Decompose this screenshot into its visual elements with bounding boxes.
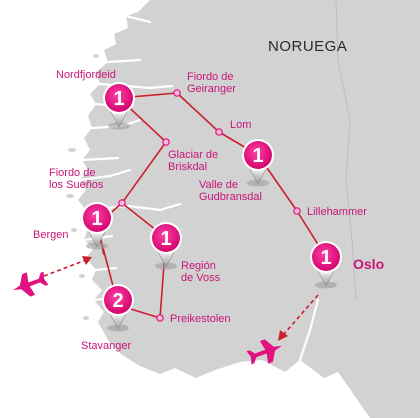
pin-head xyxy=(312,243,340,271)
place-label-line: de Voss xyxy=(181,272,221,284)
pin-stavanger: 2 xyxy=(102,284,134,332)
place-label-line: Lom xyxy=(230,119,251,131)
pin-head xyxy=(152,224,180,252)
waypoint-lillehammer xyxy=(293,207,301,215)
place-label-stavanger: Stavanger xyxy=(81,340,131,352)
plane-icon-departure xyxy=(246,339,282,365)
place-label-lom: Lom xyxy=(230,119,251,131)
place-label-bergen: Bergen xyxy=(33,229,68,241)
waypoint-lom xyxy=(215,128,223,136)
departure-arrow xyxy=(278,330,288,341)
country-label: NORUEGA xyxy=(268,38,347,55)
place-label-line: Briskdal xyxy=(168,161,207,173)
arrival-flight-path xyxy=(43,259,87,277)
pin-oslo: 1 xyxy=(310,241,342,289)
place-label-line: Valle de xyxy=(199,179,238,191)
place-label-line: Gudbransdal xyxy=(199,191,262,203)
pin-voss: 1 xyxy=(150,222,182,270)
place-label-line: los Sueños xyxy=(49,179,104,191)
pin-nights-count: 1 xyxy=(113,88,124,110)
place-label-lillehammer: Lillehammer xyxy=(307,206,367,218)
plane-icon-arrival xyxy=(13,271,49,297)
place-label-line: Región xyxy=(181,260,216,272)
place-label-line: Geiranger xyxy=(187,83,236,95)
place-label-nordfjordeid: Nordfjordeid xyxy=(56,69,116,81)
pin-nights-count: 2 xyxy=(112,290,123,312)
place-label-oslo: Oslo xyxy=(353,256,384,272)
waypoint-preikestolen xyxy=(156,314,164,322)
place-label-preikestolen: Preikestolen xyxy=(170,313,231,325)
place-label-line: Glaciar de xyxy=(168,149,218,161)
pin-nordfjordeid: 1 xyxy=(103,82,135,130)
pins-layer: 1 1 1 1 2 1 xyxy=(81,82,342,332)
pin-gudbrandsdal: 1 xyxy=(242,139,274,187)
place-label-line: Nordfjordeid xyxy=(56,69,116,81)
pin-head xyxy=(83,204,111,232)
pin-head xyxy=(244,141,272,169)
waypoint-suenos xyxy=(118,199,126,207)
place-label-line: Preikestolen xyxy=(170,313,231,325)
border-line xyxy=(335,0,357,301)
pin-bergen: 1 xyxy=(81,202,113,250)
place-label-line: Lillehammer xyxy=(307,206,367,218)
coastal-islands xyxy=(66,54,99,320)
travel-route xyxy=(118,92,327,258)
departure-flight-path xyxy=(283,294,319,335)
waypoints xyxy=(118,89,301,322)
arrival-arrow xyxy=(82,256,92,265)
place-label-line: Oslo xyxy=(353,256,384,272)
place-label-line: Fiordo de xyxy=(187,71,233,83)
place-label-line: Stavanger xyxy=(81,340,131,352)
pin-nights-count: 1 xyxy=(160,228,171,250)
place-label-line: Fiordo de xyxy=(49,167,95,179)
pin-nights-count: 1 xyxy=(91,208,102,230)
pin-head xyxy=(104,286,132,314)
norway-land xyxy=(78,0,420,418)
waypoint-briksdal xyxy=(162,138,170,146)
pin-head xyxy=(105,84,133,112)
pin-nights-count: 1 xyxy=(252,145,263,167)
waypoint-geiranger xyxy=(173,89,181,97)
place-label-line: Bergen xyxy=(33,229,68,241)
pin-nights-count: 1 xyxy=(320,247,331,269)
